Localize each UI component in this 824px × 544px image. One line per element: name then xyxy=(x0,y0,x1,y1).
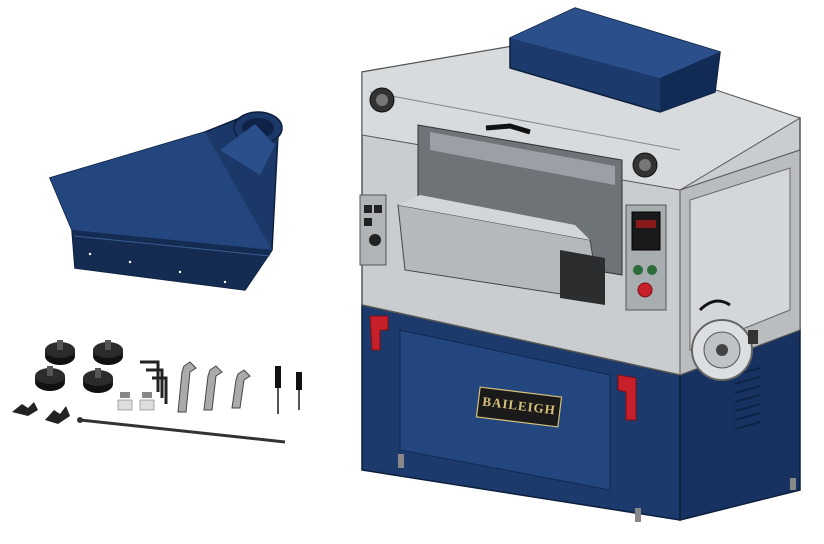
hex-keys xyxy=(140,360,168,404)
start-button xyxy=(633,265,643,275)
left-red-handle xyxy=(369,315,389,351)
wing-nuts xyxy=(12,402,70,424)
leveling-feet xyxy=(35,340,123,393)
hand-crank-rod xyxy=(77,417,286,444)
stop-button xyxy=(637,282,653,298)
wrenches xyxy=(177,361,251,413)
planer-machine: BAILEIGH xyxy=(359,7,802,522)
bolts xyxy=(117,392,155,411)
height-handwheel xyxy=(691,299,758,381)
right-red-handle xyxy=(617,374,637,421)
dust-hood xyxy=(48,111,283,291)
brand-plate: BAILEIGH xyxy=(475,386,563,428)
screwdrivers xyxy=(275,366,302,414)
digital-display xyxy=(631,211,661,251)
left-control-panel xyxy=(359,194,387,266)
